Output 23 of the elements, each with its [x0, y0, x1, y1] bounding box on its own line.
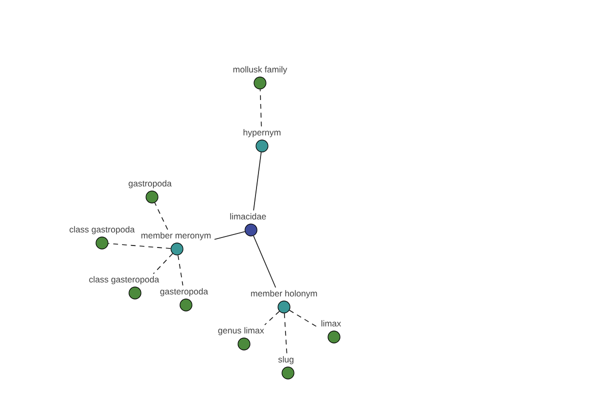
connector-line — [154, 202, 168, 230]
connector-line — [152, 253, 174, 274]
node-label: member holonym — [251, 290, 317, 298]
node-label: slug — [278, 356, 294, 364]
node-label: class gastropoda — [70, 226, 135, 234]
connector-line — [214, 231, 246, 240]
connector-line — [253, 152, 262, 211]
connector-line — [260, 88, 262, 127]
connector-line — [108, 243, 172, 249]
connector-line — [284, 312, 288, 354]
node-label: limacidae — [230, 213, 266, 220]
connector-line — [253, 235, 276, 288]
node-label: mollusk family — [233, 66, 288, 74]
node-label: gastropoda — [128, 180, 172, 188]
node-label: limax — [321, 320, 342, 327]
connector-line — [289, 310, 318, 328]
node-label: genus limax — [218, 327, 264, 336]
node-label: member meronym — [141, 232, 211, 240]
node-label: hypernym — [244, 129, 280, 138]
node-label: gasteropoda — [160, 288, 208, 296]
connector-line — [178, 254, 184, 286]
node-label: class gasteropoda — [89, 276, 160, 284]
connector-line — [264, 310, 280, 326]
